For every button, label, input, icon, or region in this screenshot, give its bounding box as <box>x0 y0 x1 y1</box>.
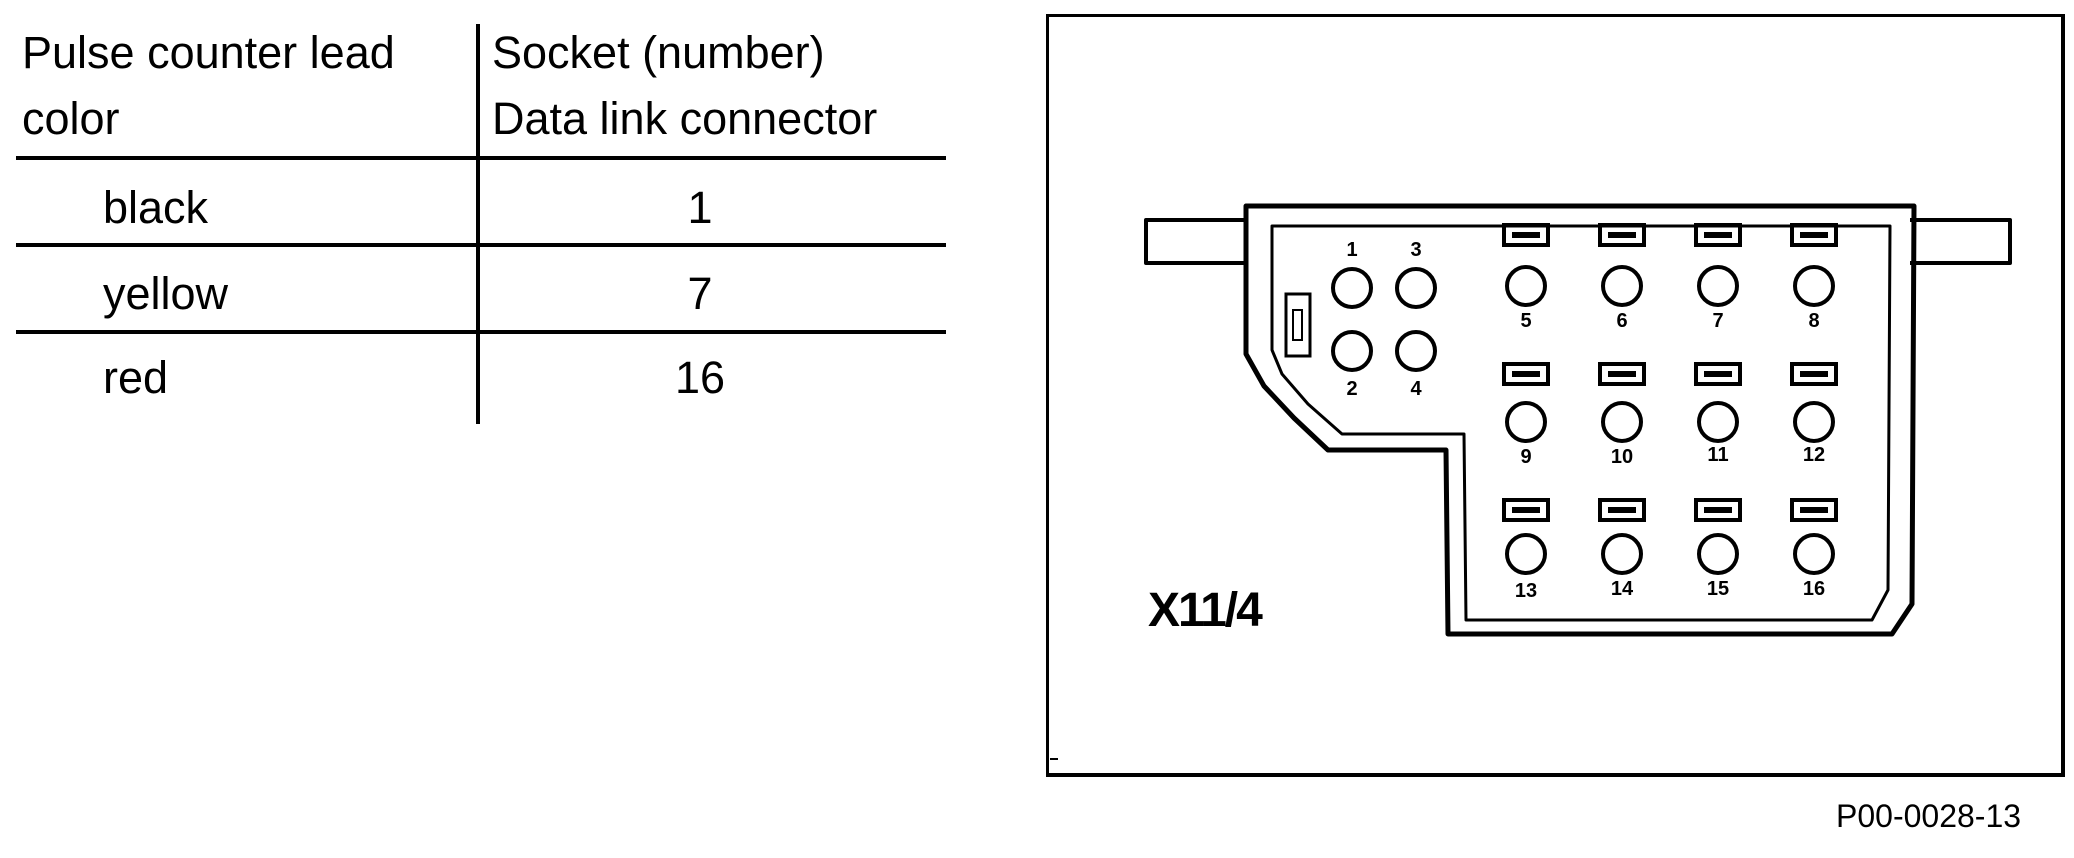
pin-9-label: 9 <box>1520 446 1531 468</box>
row-3-socket: 16 <box>674 352 726 403</box>
row-3-color: red <box>103 352 169 403</box>
pin-16-socket <box>1793 533 1835 575</box>
row-rule <box>16 330 946 334</box>
connector-diagram: 1 2 3 4 5 6 7 8 9 10 11 12 13 14 15 16 X… <box>1046 14 2065 777</box>
pin-13-label: 13 <box>1515 580 1537 602</box>
pin-3-socket <box>1395 267 1437 309</box>
pin-14-socket <box>1601 533 1643 575</box>
pin-6-socket <box>1601 265 1643 307</box>
pin-8-label: 8 <box>1808 310 1819 332</box>
pin-2-socket <box>1331 330 1373 372</box>
row-rule <box>16 243 946 247</box>
pin-5-socket <box>1505 265 1547 307</box>
pin-12-socket <box>1793 401 1835 443</box>
pin-10-label: 10 <box>1611 446 1633 468</box>
pin-assignment-table: Pulse counter lead color Socket (number)… <box>0 0 960 440</box>
pin-7-label: 7 <box>1712 310 1723 332</box>
pin-12-label: 12 <box>1803 444 1825 466</box>
pin-latches <box>1502 223 1838 522</box>
pin-8-socket <box>1793 265 1835 307</box>
pin-4-socket <box>1395 330 1437 372</box>
pin-10-socket <box>1601 401 1643 443</box>
header-col1-line1: Pulse counter lead <box>22 27 395 78</box>
header-col2-line2: Data link connector <box>492 93 878 144</box>
header-col2-line1: Socket (number) <box>492 27 825 78</box>
pin-13-socket <box>1505 533 1547 575</box>
pin-1-socket <box>1331 267 1373 309</box>
pin-7-socket <box>1697 265 1739 307</box>
diagram-frame <box>1046 14 2065 777</box>
pin-4-label: 4 <box>1410 378 1422 400</box>
header-col1-line2: color <box>22 93 120 144</box>
pin-14-label: 14 <box>1611 578 1634 600</box>
pin-1-label: 1 <box>1346 239 1357 261</box>
pin-3-label: 3 <box>1410 239 1421 261</box>
pin-9-socket <box>1505 401 1547 443</box>
row-2-socket: 7 <box>687 268 713 319</box>
pin-6-label: 6 <box>1616 310 1627 332</box>
pin-15-socket <box>1697 533 1739 575</box>
key-slot <box>1284 292 1312 358</box>
pin-5-label: 5 <box>1520 310 1531 332</box>
header-rule <box>16 156 946 160</box>
figure-code: P00-0028-13 <box>1836 798 2022 834</box>
connector-label: X11/4 <box>1148 584 1263 637</box>
row-2-color: yellow <box>103 268 229 319</box>
pin-11-label: 11 <box>1707 444 1728 466</box>
connector-housing <box>1144 203 2012 637</box>
row-1-socket: 1 <box>687 182 713 233</box>
row-1-color: black <box>103 182 209 233</box>
pin-16-label: 16 <box>1803 578 1825 600</box>
table-column-divider <box>476 24 480 424</box>
pin-15-label: 15 <box>1707 578 1729 600</box>
pin-11-socket <box>1697 401 1739 443</box>
pin-2-label: 2 <box>1346 378 1357 400</box>
